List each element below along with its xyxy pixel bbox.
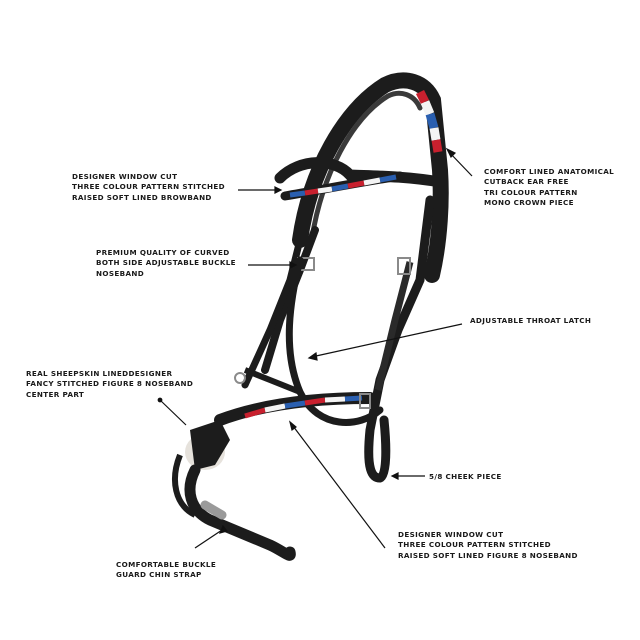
label-sheepskin-center: REAL SHEEPSKIN LINEDDESIGNER FANCY STITC… bbox=[26, 369, 193, 400]
label-line: 5/8 CHEEK PIECE bbox=[429, 472, 502, 481]
leader-browband bbox=[238, 186, 283, 194]
label-line: THREE COLOUR PATTERN STITCHED bbox=[398, 540, 551, 550]
figure8-upper-strap bbox=[214, 392, 376, 426]
label-line: COMFORTABLE BUCKLE bbox=[116, 560, 217, 569]
label-line: DESIGNER WINDOW CUT bbox=[72, 172, 178, 181]
label-line: REAL SHEEPSKIN LINEDDESIGNER bbox=[26, 369, 173, 378]
label-noseband-buckle: PREMIUM QUALITY OF CURVED BOTH SIDE ADJU… bbox=[96, 248, 236, 279]
label-line: THREE COLOUR PATTERN STITCHED bbox=[72, 182, 225, 192]
label-line: DESIGNER WINDOW CUT bbox=[398, 530, 504, 539]
label-line: BOTH SIDE ADJUSTABLE BUCKLE bbox=[96, 258, 236, 268]
label-line: TRI COLOUR PATTERN bbox=[484, 187, 578, 197]
label-line: MONO CROWN PIECE bbox=[484, 198, 574, 208]
chin-strap bbox=[172, 453, 296, 561]
leader-throat-latch bbox=[307, 323, 463, 361]
label-line: RAISED SOFT LINED FIGURE 8 NOSEBAND bbox=[398, 550, 578, 560]
leader-lines bbox=[157, 147, 473, 549]
label-line: CENTER PART bbox=[26, 389, 85, 399]
label-line: PREMIUM QUALITY OF CURVED bbox=[96, 248, 230, 257]
leader-chin bbox=[194, 524, 229, 549]
label-throat-latch: ADJUSTABLE THROAT LATCH bbox=[470, 316, 591, 326]
label-chin-strap: COMFORTABLE BUCKLE GUARD CHIN STRAP bbox=[116, 560, 216, 581]
label-line: GUARD CHIN STRAP bbox=[116, 570, 202, 580]
label-line: COMFORT LINED ANATOMICAL bbox=[484, 167, 615, 176]
leader-sheepskin bbox=[157, 397, 187, 426]
label-line: CUTBACK EAR FREE bbox=[484, 177, 569, 187]
label-line: NOSEBAND bbox=[96, 268, 145, 278]
label-crown: COMFORT LINED ANATOMICAL CUTBACK EAR FRE… bbox=[484, 167, 614, 209]
sheepskin-center bbox=[185, 420, 230, 470]
label-cheek-piece: 5/8 CHEEK PIECE bbox=[429, 472, 502, 482]
label-browband: DESIGNER WINDOW CUT THREE COLOUR PATTERN… bbox=[72, 172, 225, 203]
label-line: ADJUSTABLE THROAT LATCH bbox=[470, 316, 592, 325]
browband bbox=[274, 157, 446, 201]
leader-cheek bbox=[390, 472, 425, 480]
label-line: RAISED SOFT LINED BROWBAND bbox=[72, 192, 212, 202]
throat-latch bbox=[234, 256, 384, 426]
label-line: FANCY STITCHED FIGURE 8 NOSEBAND bbox=[26, 379, 194, 389]
label-figure8-noseband: DESIGNER WINDOW CUT THREE COLOUR PATTERN… bbox=[398, 530, 578, 561]
leader-noseband-buckle bbox=[248, 261, 298, 269]
cheek-pieces bbox=[241, 195, 435, 483]
leader-crown bbox=[445, 147, 473, 177]
leader-figure8 bbox=[288, 420, 386, 549]
